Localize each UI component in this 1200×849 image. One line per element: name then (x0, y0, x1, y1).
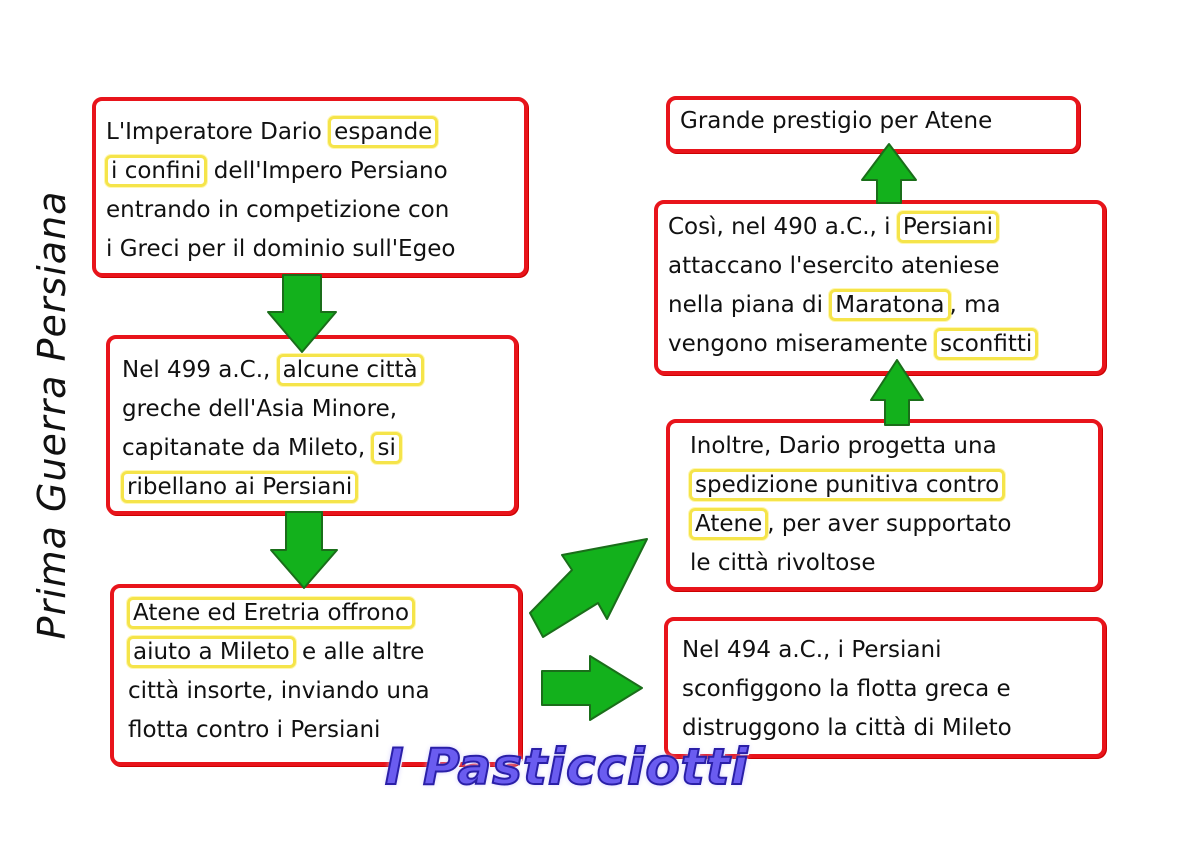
highlighted-keyword: Persiani (896, 211, 999, 243)
highlighted-keyword: sconfitti (934, 328, 1039, 360)
text-segment: Inoltre, Dario progetta una (690, 433, 997, 459)
box-text-line: sconfiggono la flotta greca e (682, 670, 1092, 709)
text-segment: capitanate da Mileto, (122, 435, 373, 461)
text-segment: vengono miseramente (668, 331, 936, 357)
text-segment: Nel 494 a.C., i Persiani (682, 637, 942, 663)
arrow-up-icon (870, 359, 924, 426)
box-text-line: flotta contro i Persiani (128, 711, 508, 750)
text-segment: le città rivoltose (690, 550, 876, 576)
arrow-down-icon (270, 511, 338, 589)
box-text-line: Grande prestigio per Atene (680, 102, 1066, 141)
box-text-line: attaccano l'esercito ateniese (668, 247, 1092, 286)
text-segment: distruggono la città di Mileto (682, 715, 1012, 741)
box-text-line: L'Imperatore Dario espande (106, 113, 514, 152)
highlighted-keyword: i confini (105, 155, 208, 187)
text-segment: sconfiggono la flotta greca e (682, 676, 1011, 702)
box-text-line: Nel 494 a.C., i Persiani (682, 631, 1092, 670)
box-text-line: entrando in competizione con (106, 191, 514, 230)
box-text-line: Così, nel 490 a.C., i Persiani (668, 208, 1092, 247)
arrow-diagonal-icon (529, 538, 648, 638)
box-text-line: spedizione punitiva contro (689, 466, 1088, 505)
box-text-line: i Greci per il dominio sull'Egeo (106, 230, 514, 269)
box-punitive-expedition: Inoltre, Dario progetta una spedizione pu… (666, 419, 1102, 591)
box-marathon: Così, nel 490 a.C., i Persiani attaccano … (654, 200, 1106, 375)
text-segment: , ma (949, 292, 1001, 318)
text-segment: i Greci per il dominio sull'Egeo (106, 236, 456, 262)
box-text-line: Atene ed Eretria offrono (127, 594, 508, 633)
box-athens-eretria-aid: Atene ed Eretria offrono aiuto a Mileto e… (110, 584, 522, 766)
text-segment: nella piana di (668, 292, 831, 318)
arrow-down-icon (267, 274, 337, 353)
box-text-line: distruggono la città di Mileto (682, 709, 1092, 748)
text-segment: L'Imperatore Dario (106, 119, 330, 145)
box-text-line: nella piana di Maratona, ma (668, 286, 1092, 325)
text-segment: entrando in competizione con (106, 197, 450, 223)
highlighted-keyword: ribellano ai Persiani (121, 471, 359, 503)
highlighted-keyword: si (371, 432, 402, 464)
box-athens-prestige: Grande prestigio per Atene (666, 96, 1080, 153)
text-segment: , per aver supportato (767, 511, 1012, 537)
highlighted-keyword: espande (328, 116, 439, 148)
text-segment: Nel 499 a.C., (122, 357, 278, 383)
box-text-line: Inoltre, Dario progetta una (690, 427, 1088, 466)
box-text-line: i confini dell'Impero Persiano (105, 152, 514, 191)
box-text-line: aiuto a Mileto e alle altre (127, 633, 508, 672)
text-segment: Grande prestigio per Atene (680, 108, 993, 134)
arrow-up-icon (861, 143, 917, 204)
text-segment: città insorte, inviando una (128, 678, 430, 704)
box-text-line: città insorte, inviando una (128, 672, 508, 711)
text-segment: greche dell'Asia Minore, (122, 396, 398, 422)
highlighted-keyword: Atene (689, 508, 769, 540)
arrow-right-icon (541, 655, 643, 721)
watermark-logo: I Pasticciotti (384, 737, 749, 797)
box-text-line: vengono miseramente sconfitti (668, 325, 1092, 364)
box-text-line: capitanate da Mileto, si (122, 429, 504, 468)
highlighted-keyword: aiuto a Mileto (127, 636, 296, 668)
text-segment: e alle altre (294, 639, 425, 665)
text-segment: attaccano l'esercito ateniese (668, 253, 1000, 279)
text-segment: dell'Impero Persiano (206, 158, 448, 184)
highlighted-keyword: spedizione punitiva contro (689, 469, 1006, 501)
text-segment: Così, nel 490 a.C., i (668, 214, 898, 240)
box-text-line: ribellano ai Persiani (121, 468, 504, 507)
box-text-line: le città rivoltose (690, 544, 1088, 583)
highlighted-keyword: Atene ed Eretria offrono (127, 597, 416, 629)
text-segment: flotta contro i Persiani (128, 717, 381, 743)
highlighted-keyword: Maratona (829, 289, 951, 321)
box-text-line: Atene, per aver supportato (689, 505, 1088, 544)
highlighted-keyword: alcune città (276, 354, 424, 386)
box-text-line: greche dell'Asia Minore, (122, 390, 504, 429)
box-miletus-destroyed: Nel 494 a.C., i Persiani sconfiggono la f… (664, 617, 1106, 758)
box-text-line: Nel 499 a.C., alcune città (122, 351, 504, 390)
